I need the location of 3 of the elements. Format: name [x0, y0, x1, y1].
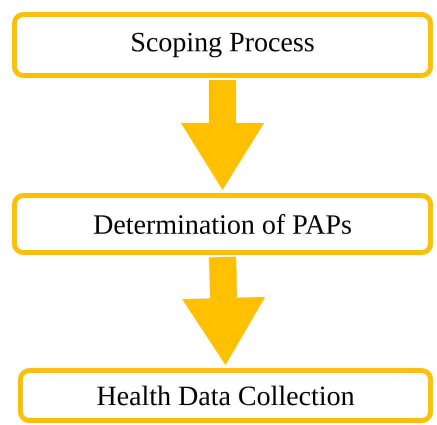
- process-box: Scoping Process: [12, 12, 433, 78]
- process-box: Determination of PAPs: [12, 193, 433, 255]
- process-box: Health Data Collection: [18, 368, 433, 423]
